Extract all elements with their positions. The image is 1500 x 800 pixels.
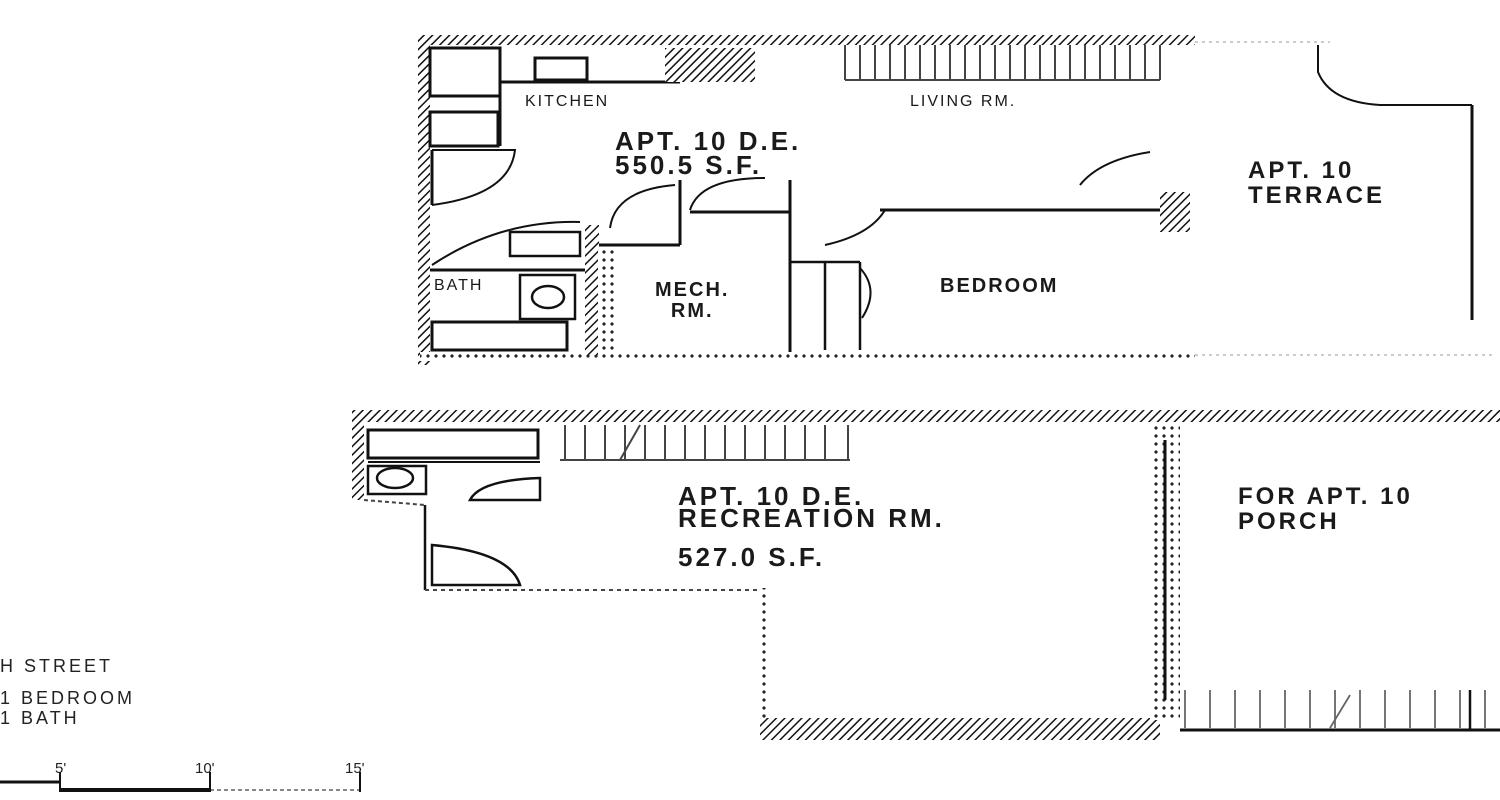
legend-street: H STREET xyxy=(0,656,114,676)
kitchen-sink xyxy=(533,56,589,82)
living-room-windows xyxy=(844,45,1161,81)
kitchen-counter xyxy=(428,46,502,98)
terrace-label: APT. 10 TERRACE xyxy=(1248,157,1386,210)
upper-top-wall xyxy=(420,35,1195,45)
scale-label-15: 15' xyxy=(345,760,365,777)
upper-bottom-wall xyxy=(420,352,1195,361)
terrace-curve xyxy=(1317,45,1472,106)
upper-apt-label: APT. 10 D.E. xyxy=(615,126,802,156)
lower-top-wall xyxy=(352,410,1500,422)
entry-door-swing xyxy=(431,149,517,206)
lower-floor-plan xyxy=(352,410,1500,740)
legend-line-1: 1 BEDROOM xyxy=(0,688,136,708)
bath-sink xyxy=(530,284,566,310)
living-room-label: LIVING RM. xyxy=(910,93,1017,110)
rec-room-area: 527.0 S.F. xyxy=(678,542,826,572)
rec-room-west-wall xyxy=(760,588,770,738)
utility-sink xyxy=(375,466,415,490)
rec-room-south-wall xyxy=(760,718,1160,740)
bath-vanity xyxy=(518,273,577,321)
mech-room-label: MECH. RM. xyxy=(655,279,730,322)
column xyxy=(1160,192,1190,232)
stair-treads xyxy=(560,424,850,461)
kitchen-label: KITCHEN xyxy=(525,93,610,110)
porch-railing xyxy=(1184,690,1486,729)
scale-label-5: 5' xyxy=(55,760,67,777)
porch-label: FOR APT. 10 PORCH xyxy=(1238,483,1413,536)
stair-door-swing xyxy=(430,543,522,587)
scale-label-10: 10' xyxy=(195,760,215,777)
rec-room-label: RECREATION RM. xyxy=(678,503,945,533)
kitchen-range xyxy=(665,48,755,82)
bath-label: BATH xyxy=(434,277,484,294)
upper-apt-area: 550.5 S.F. xyxy=(615,150,763,180)
bedroom-label: BEDROOM xyxy=(940,275,1059,297)
mech-room-wall xyxy=(585,225,599,355)
lower-apt-label: APT. 10 D.E. xyxy=(678,481,865,511)
scale-bar xyxy=(0,772,361,792)
legend-line-2: 1 BATH xyxy=(0,708,80,728)
bath-tub xyxy=(430,320,569,352)
lower-left-wall xyxy=(352,410,364,500)
storage-unit xyxy=(366,428,540,460)
upper-floor-plan xyxy=(418,35,1495,365)
upper-left-wall xyxy=(418,35,430,365)
